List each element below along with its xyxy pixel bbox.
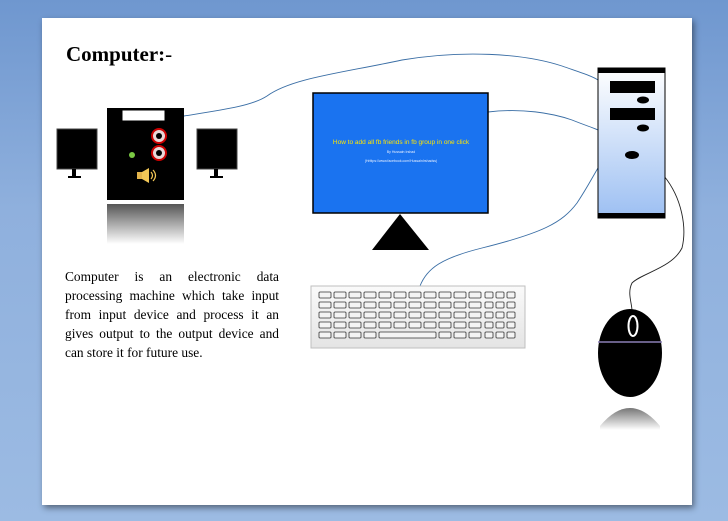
keyboard-key [408, 321, 422, 329]
drive-bay-1 [610, 81, 655, 93]
keyboard-key [333, 291, 347, 299]
description-text: Computer is an electronic data processin… [65, 269, 279, 360]
keyboard-key [318, 291, 332, 299]
keyboard-key [318, 311, 332, 319]
keyboard-key [506, 301, 516, 309]
keyboard-key [378, 331, 437, 339]
keyboard-key [468, 291, 482, 299]
monitor-screen-text: How to add all fb friends in fb group in… [314, 94, 488, 212]
keyboard-key [423, 301, 437, 309]
keyboard-key [378, 301, 392, 309]
mouse-wheel [627, 315, 639, 337]
keyboard-key [408, 311, 422, 319]
mouse-icon [598, 309, 662, 430]
keyboard-key [495, 291, 505, 299]
keyboard-key [438, 291, 452, 299]
keyboard-key [423, 311, 437, 319]
keyboard-key [453, 301, 467, 309]
keyboard-key [423, 321, 437, 329]
keyboard-key [393, 301, 407, 309]
keyboard-key [393, 321, 407, 329]
left-speaker-icon [56, 128, 98, 178]
keyboard-key [363, 311, 377, 319]
keyboard-key [333, 331, 347, 339]
keyboard-key [495, 311, 505, 319]
keyboard-key [378, 291, 392, 299]
keyboard-key [438, 331, 452, 339]
slide: Computer:- Computer is an electronic dat… [42, 18, 692, 505]
keyboard-key [453, 321, 467, 329]
keyboard-key [393, 311, 407, 319]
keyboard-key [348, 321, 362, 329]
subwoofer-reflection [107, 204, 184, 244]
keyboard-key [333, 301, 347, 309]
keyboard-cable [419, 167, 599, 287]
keyboard-key [363, 321, 377, 329]
keyboard-key [484, 291, 494, 299]
keyboard-key [378, 321, 392, 329]
keyboard-key [506, 331, 516, 339]
keyboard-key [484, 311, 494, 319]
keyboard-key [423, 291, 437, 299]
keyboard-key [506, 291, 516, 299]
cpu-tower-icon [597, 67, 666, 219]
slide-title: Computer:- [66, 42, 173, 66]
keyboard-key [363, 331, 377, 339]
drive-bay-2 [610, 108, 655, 120]
screen-byline: By Hussain Irshad [386, 150, 416, 154]
keyboard-key [468, 321, 482, 329]
keyboard-key [495, 331, 505, 339]
keyboard-key [453, 331, 467, 339]
keyboard-key [333, 311, 347, 319]
keyboard-key [438, 311, 452, 319]
monitor-icon [312, 92, 489, 250]
keyboard-key [438, 301, 452, 309]
keyboard-key [318, 321, 332, 329]
keyboard-key [408, 301, 422, 309]
subwoofer [107, 108, 184, 200]
keyboard-key [438, 321, 452, 329]
speaker-system [56, 108, 238, 244]
power-button [625, 151, 639, 159]
mouse-reflection [600, 408, 660, 430]
screen-heading: How to add all fb friends in fb group in… [332, 139, 470, 146]
right-speaker-icon [196, 128, 238, 178]
keyboard-key [333, 321, 347, 329]
keyboard-key [468, 331, 482, 339]
monitor-cable [487, 110, 599, 131]
keyboard-key [363, 301, 377, 309]
cables [183, 53, 685, 312]
keyboard-key [453, 291, 467, 299]
keyboard-key [484, 331, 494, 339]
keyboard-key [318, 301, 332, 309]
keyboard-key [348, 291, 362, 299]
mouse-cable [629, 175, 685, 312]
keyboard-key [348, 311, 362, 319]
screen-link: (Hrittps://www.facebook.com/HussainIrsha… [364, 158, 438, 163]
speaker-cable [183, 53, 599, 117]
keyboard-key [393, 291, 407, 299]
keyboard-key [348, 331, 362, 339]
keyboard-key [468, 301, 482, 309]
keyboard-icon [310, 285, 526, 349]
keyboard-key [348, 301, 362, 309]
monitor-screen [312, 92, 489, 214]
keyboard-key [495, 321, 505, 329]
monitor-stand [372, 214, 429, 250]
keyboard-key [378, 311, 392, 319]
keyboard-key [506, 311, 516, 319]
keyboard-key [506, 321, 516, 329]
keyboard-key [453, 311, 467, 319]
volume-icon [137, 168, 157, 183]
keyboard-key [484, 321, 494, 329]
keyboard-key [495, 301, 505, 309]
keyboard-key [484, 301, 494, 309]
keyboard-key [408, 291, 422, 299]
keyboard-key [363, 291, 377, 299]
computer-illustration [56, 53, 685, 430]
keyboard-key [468, 311, 482, 319]
keyboard-key [318, 331, 332, 339]
